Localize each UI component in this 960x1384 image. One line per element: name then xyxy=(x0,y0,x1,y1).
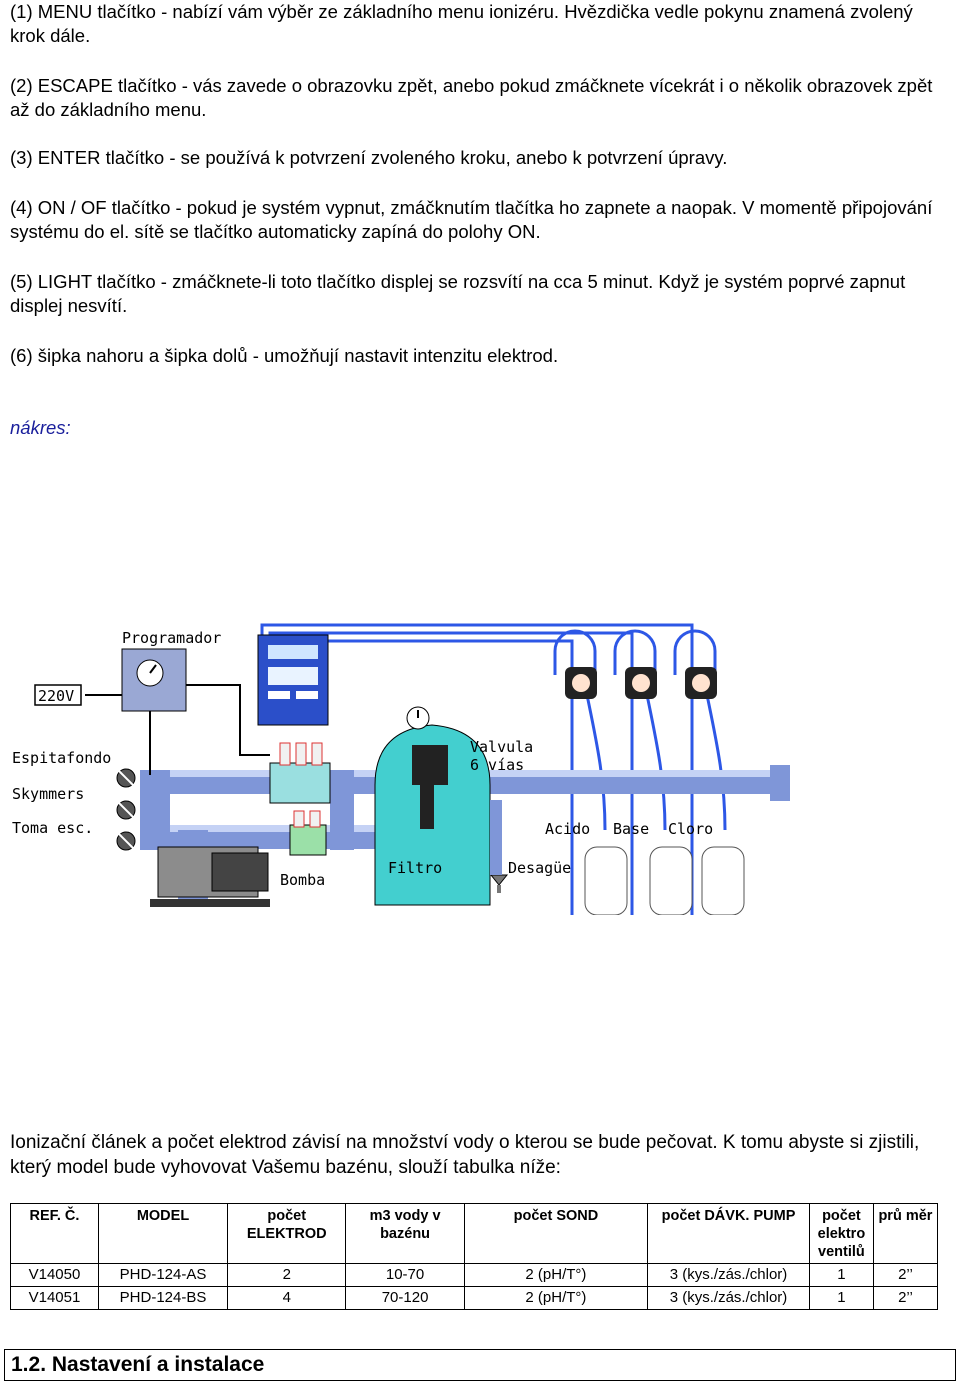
header-probes: počet SOND xyxy=(463,1203,649,1264)
table-row: V14050 PHD-124-AS 2 10-70 2 (pH/T°) 3 (k… xyxy=(10,1263,939,1287)
espitafondo-label: Espitafondo xyxy=(12,749,111,767)
cell-ref: V14050 xyxy=(10,1263,99,1287)
table-row: V14051 PHD-124-BS 4 70-120 2 (pH/T°) 3 (… xyxy=(10,1286,939,1310)
installation-diagram: 220V Programador Espitafondo Skymmers To… xyxy=(12,623,790,915)
cell-probes: 2 (pH/T°) xyxy=(463,1263,649,1287)
skymmers-label: Skymmers xyxy=(12,785,84,803)
model-intro: Ionizační článek a počet elektrod závisí… xyxy=(10,1132,920,1178)
cell-model: PHD-124-BS xyxy=(97,1286,229,1310)
cell-pumps: 3 (kys./zás./chlor) xyxy=(647,1286,810,1310)
chemical-tanks xyxy=(584,846,745,915)
filtro-label: Filtro xyxy=(388,859,442,877)
instruction-arrows: (6) šipka nahoru a šipka dolů - umožňují… xyxy=(10,345,559,366)
acido-label: Acido xyxy=(545,820,590,838)
cell-diameter: 2’’ xyxy=(872,1286,939,1310)
voltage-label: 220V xyxy=(38,687,74,705)
cell-probes: 2 (pH/T°) xyxy=(463,1286,649,1310)
instruction-menu: (1) MENU tlačítko - nabízí vám výběr ze … xyxy=(10,1,913,46)
toma-label: Toma esc. xyxy=(12,819,93,837)
instruction-escape: (2) ESCAPE tlačítko - vás zavede o obraz… xyxy=(10,75,933,120)
cell-electrodes: 2 xyxy=(227,1263,347,1287)
header-ref: REF. Č. xyxy=(10,1203,99,1264)
cell-volume: 70-120 xyxy=(345,1286,465,1310)
dosing-pumps xyxy=(565,667,717,699)
base-label: Base xyxy=(613,820,649,838)
programador-box xyxy=(85,648,270,775)
drawing-label: nákres: xyxy=(10,417,71,438)
instruction-on-off: (4) ON / OF tlačítko - pokud je systém v… xyxy=(10,197,933,242)
valvula-label-2: 6 vías xyxy=(470,756,524,774)
cell-volume: 10-70 xyxy=(345,1263,465,1287)
filter-tank xyxy=(374,706,491,906)
section-heading: 1.2. Nastavení a instalace xyxy=(4,1349,956,1381)
voltage-box xyxy=(34,684,82,706)
instruction-enter: (3) ENTER tlačítko - se používá k potvrz… xyxy=(10,147,728,168)
cell-ref: V14051 xyxy=(10,1286,99,1310)
pump xyxy=(150,846,270,907)
header-electrodes: počet ELEKTROD xyxy=(227,1203,347,1264)
valves xyxy=(116,768,136,851)
header-diameter: prů měr xyxy=(872,1203,939,1264)
drain-funnel xyxy=(489,800,509,893)
bomba-label: Bomba xyxy=(280,871,325,889)
cell-pumps: 3 (kys./zás./chlor) xyxy=(647,1263,810,1287)
model-table: REF. Č. MODEL počet ELEKTROD m3 vody v b… xyxy=(10,1203,939,1310)
header-model: MODEL xyxy=(97,1203,229,1264)
header-valves: počet elektro ventilů xyxy=(808,1203,874,1264)
cell-model: PHD-124-AS xyxy=(97,1263,229,1287)
ionizer-cell xyxy=(269,742,331,856)
cell-diameter: 2’’ xyxy=(872,1263,939,1287)
table-header-row: REF. Č. MODEL počet ELEKTROD m3 vody v b… xyxy=(10,1203,939,1264)
cloro-label: Cloro xyxy=(668,820,713,838)
instruction-light: (5) LIGHT tlačítko - zmáčknete-li toto t… xyxy=(10,271,906,316)
header-pumps: počet DÁVK. PUMP xyxy=(647,1203,810,1264)
cell-valves: 1 xyxy=(808,1286,874,1310)
cell-electrodes: 4 xyxy=(227,1286,347,1310)
cell-valves: 1 xyxy=(808,1263,874,1287)
controller xyxy=(257,634,329,726)
header-volume: m3 vody v bazénu xyxy=(345,1203,465,1264)
desague-label: Desagüe xyxy=(508,859,571,877)
valvula-label-1: Valvula xyxy=(470,738,533,756)
programador-label: Programador xyxy=(122,629,221,647)
